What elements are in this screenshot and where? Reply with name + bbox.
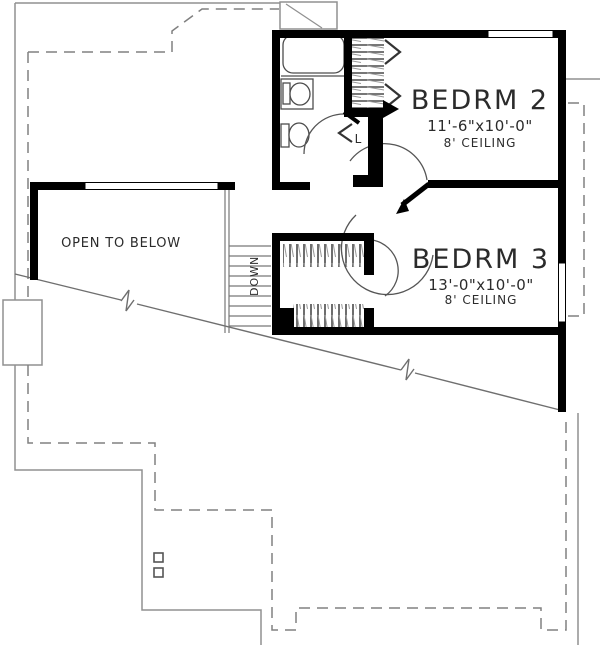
break-symbol <box>400 358 415 381</box>
bedroom3-dimensions: 13'-0"x10'-0" <box>428 276 534 294</box>
bedroom2-door-arc <box>349 143 428 181</box>
bedroom3-name: BEDRM 3 <box>412 244 550 275</box>
bedroom3-ceiling: 8' CEILING <box>445 293 518 307</box>
open-to-below-label: OPEN TO BELOW <box>61 236 181 251</box>
door-jamb <box>383 100 399 118</box>
window-bedroom2 <box>487 30 554 38</box>
window-open-area <box>84 182 219 190</box>
staircase <box>224 190 271 333</box>
windows <box>84 30 566 323</box>
window-bedroom3 <box>558 262 566 323</box>
sink-icon <box>289 82 311 106</box>
closet-door-arc <box>371 239 399 297</box>
door-leaf-tip <box>396 199 409 214</box>
bedroom2-name: BEDRM 2 <box>411 85 549 116</box>
stairs-down-label: DOWN <box>248 256 261 296</box>
stair-treads <box>229 245 271 327</box>
break-symbol <box>120 289 135 312</box>
bedroom2-dimensions: 11'-6"x10'-0" <box>427 117 533 135</box>
labels: BEDRM 2 11'-6"x10'-0" 8' CEILING BEDRM 3… <box>61 85 550 307</box>
lower-floor-dashed-outline <box>27 8 585 631</box>
linen-door-symbol <box>337 123 353 143</box>
bath-door-leaf <box>342 110 361 125</box>
bathroom-door-arc <box>303 113 345 155</box>
walls <box>30 30 566 412</box>
bathroom-fixtures <box>280 34 345 148</box>
toilet-tank <box>280 123 290 148</box>
bathtub-icon <box>282 34 345 74</box>
linen-closet-label: L <box>355 132 362 146</box>
closet-shelving <box>283 34 384 327</box>
door-leaf <box>400 182 431 207</box>
bedroom2-ceiling: 8' CEILING <box>444 136 517 150</box>
post-markers <box>153 552 164 578</box>
chimney-outline <box>2 299 43 366</box>
